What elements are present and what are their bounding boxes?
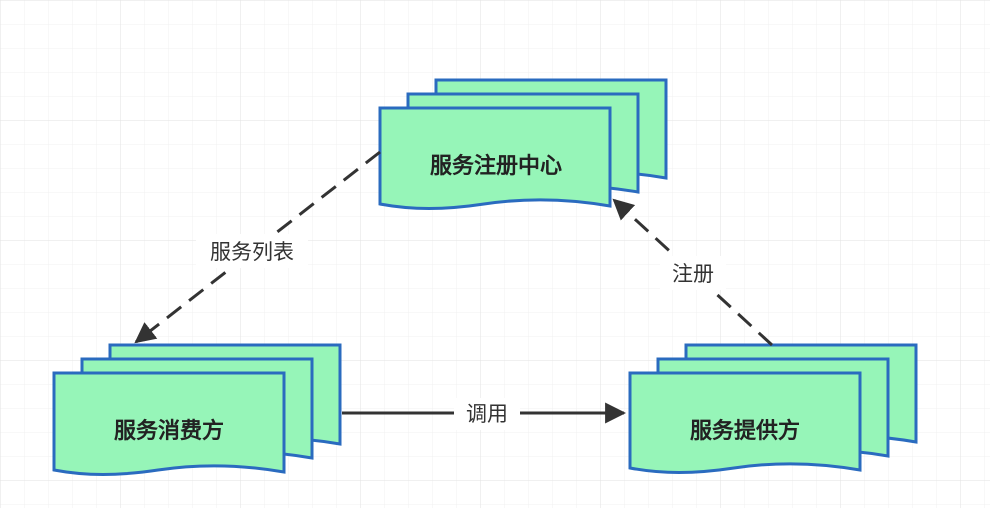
consumer-doc-front	[52, 371, 286, 476]
edge-invoke-label-bg	[454, 398, 520, 430]
provider-doc-front	[628, 371, 862, 474]
consumer-label: 服务消费方	[114, 418, 224, 444]
edge-service-list[interactable]: 服务列表	[134, 150, 381, 344]
node-registry[interactable]: 服务注册中心	[378, 78, 668, 210]
provider-label: 服务提供方	[690, 418, 800, 444]
edge-service-list-label-bg	[196, 234, 308, 268]
node-consumer[interactable]: 服务消费方	[52, 343, 342, 476]
registry-label: 服务注册中心	[430, 153, 562, 179]
edge-register-label-bg	[660, 256, 726, 290]
edge-register-label: 注册	[672, 262, 714, 286]
edge-service-list-label: 服务列表	[210, 240, 294, 264]
edge-invoke-label: 调用	[466, 402, 508, 426]
node-provider[interactable]: 服务提供方	[628, 343, 918, 474]
edge-register[interactable]: 注册	[612, 198, 774, 347]
registry-doc-front	[378, 106, 612, 210]
edge-invoke[interactable]: 调用	[342, 398, 627, 430]
edge-register-line	[612, 198, 774, 347]
